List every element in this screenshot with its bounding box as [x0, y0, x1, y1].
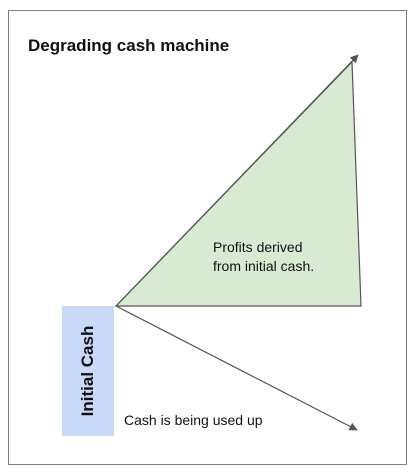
profit-label-line-1: Profits derived [213, 239, 303, 255]
initial-cash-label: Initial Cash [78, 325, 97, 417]
profit-label: Profits derived from initial cash. [213, 238, 353, 276]
cash-used-label: Cash is being used up [124, 412, 263, 428]
diagram-title: Degrading cash machine [28, 36, 230, 55]
profit-growth-arrow [115, 54, 359, 307]
initial-cash-box [62, 306, 114, 436]
profit-label-line-2: from initial cash. [213, 258, 315, 274]
cash-depletion-arrow [115, 305, 358, 431]
